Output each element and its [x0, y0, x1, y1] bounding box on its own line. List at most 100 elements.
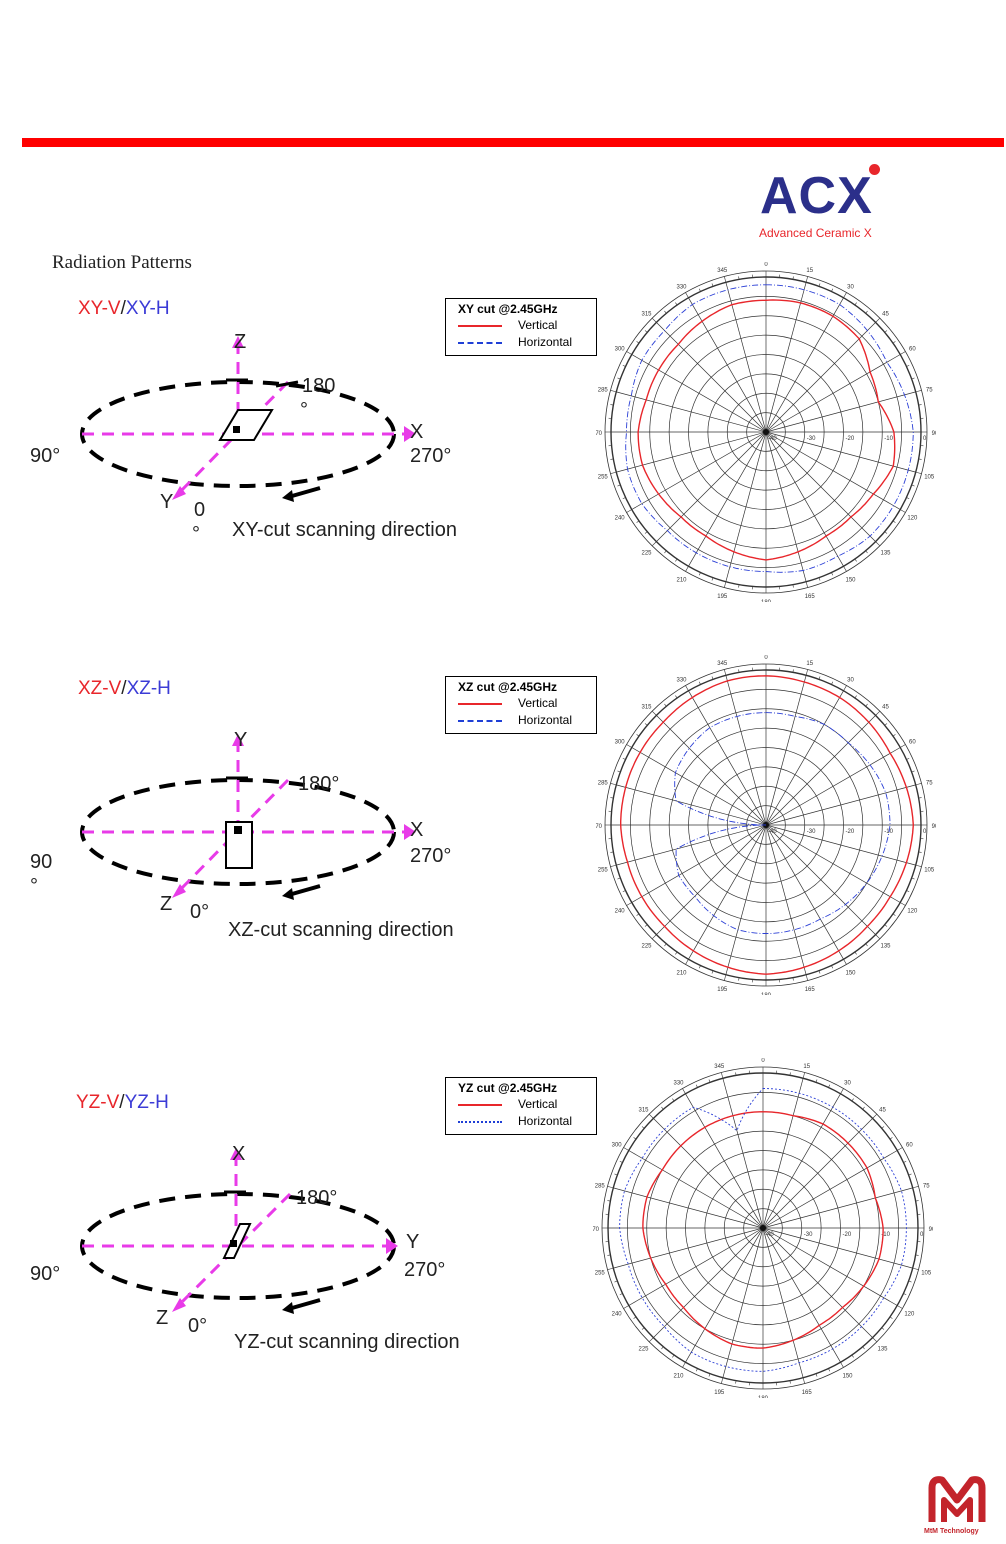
angle-tick	[695, 1368, 698, 1372]
angle-tick	[828, 1368, 831, 1372]
angle-tick-label: 285	[595, 1183, 606, 1189]
scan-direction-label: XY-cut scanning direction	[232, 519, 457, 541]
horizontal-series-line	[674, 712, 891, 934]
grid-spoke	[688, 297, 767, 433]
angle-tick-label: 105	[924, 868, 935, 874]
angle-tick	[900, 509, 906, 513]
panel-2-title: XZ-V/XZ-H	[78, 678, 171, 700]
grid-spoke	[765, 431, 916, 473]
radial-tick-label: 0	[920, 1232, 924, 1238]
front-deg-symbol: °	[192, 523, 200, 545]
angle-tick	[698, 572, 701, 576]
legend-title: XY cut @2.45GHz	[458, 302, 558, 316]
radial-tick-label: -20	[846, 436, 855, 442]
angle-tick	[661, 1346, 664, 1350]
angle-tick	[685, 959, 689, 965]
angle-tick	[915, 783, 922, 786]
logo-dot-icon	[869, 164, 880, 175]
angle-tick-label: 255	[598, 868, 609, 874]
header-red-bar	[22, 138, 1004, 147]
angle-tick	[724, 276, 727, 283]
angle-tick	[897, 1305, 903, 1309]
angle-tick-label: 285	[598, 780, 609, 786]
right-label: Y	[406, 1231, 419, 1253]
up-arrow-icon	[232, 734, 244, 746]
angle-tick-label: 120	[907, 909, 918, 915]
angle-tick-label: 165	[805, 594, 816, 600]
scan-direction-label: XZ-cut scanning direction	[228, 919, 454, 941]
angle-tick	[815, 1373, 818, 1377]
angle-tick	[881, 1327, 885, 1330]
section-title: Radiation Patterns	[52, 252, 192, 273]
angle-tick	[900, 744, 906, 748]
angle-tick	[792, 669, 794, 673]
angle-tick-label: 210	[676, 970, 687, 976]
angle-tick	[889, 1137, 893, 1140]
angle-tick	[622, 364, 626, 367]
radial-tick-label: -10	[881, 1232, 890, 1238]
angle-tick	[851, 1354, 854, 1358]
angle-tick	[675, 951, 678, 955]
horizontal-series-line	[625, 284, 914, 573]
angle-tick	[622, 890, 626, 893]
angle-tick	[918, 458, 922, 460]
angle-tick	[911, 377, 915, 380]
angle-tick	[843, 566, 847, 572]
angle-tick-label: 255	[598, 475, 609, 481]
grid-spoke	[616, 824, 767, 866]
angle-tick	[617, 877, 621, 880]
angle-tick	[889, 1316, 893, 1319]
mtm-logo: MtM Technology	[922, 1474, 992, 1544]
grid-spoke	[762, 1150, 898, 1229]
angle-tick	[610, 797, 614, 799]
panel-1-title: XY-V/XY-H	[78, 298, 170, 320]
angle-tick	[698, 288, 701, 292]
angle-tick	[738, 977, 740, 981]
title-sep: /	[120, 298, 126, 319]
angle-tick	[884, 330, 888, 333]
right-label: X	[410, 421, 423, 443]
grid-spoke	[688, 431, 767, 567]
up-arrow-icon	[230, 1148, 242, 1160]
angle-tick	[617, 484, 621, 487]
scan-arrow-icon	[282, 1302, 294, 1314]
angle-tick-label: 225	[638, 1347, 649, 1353]
grid-spoke	[765, 675, 807, 826]
title-horizontal: XY-H	[125, 298, 170, 319]
right-label: X	[410, 819, 423, 841]
angle-tick	[607, 1267, 614, 1270]
grid-spoke	[765, 431, 901, 510]
grid-spoke	[616, 784, 767, 826]
angle-tick-label: 315	[641, 311, 652, 317]
angle-tick	[840, 1088, 844, 1094]
angle-tick	[661, 1106, 664, 1110]
angle-tick	[854, 695, 857, 699]
angle-tick-label: 195	[714, 1390, 725, 1396]
mtm-brand-text: MtM Technology	[924, 1528, 979, 1535]
angle-tick	[614, 1280, 618, 1283]
grid-spoke	[725, 675, 767, 826]
angle-tick-label: 90	[929, 1227, 933, 1233]
angle-tick	[908, 1280, 912, 1283]
grid-spoke	[765, 282, 807, 433]
angle-tick-label: 300	[615, 347, 626, 353]
angle-tick	[792, 276, 794, 280]
angle-tick	[738, 669, 740, 673]
grid-spoke	[765, 391, 916, 433]
legend-xz: XZ cut @2.45GHz Vertical Horizontal	[445, 676, 597, 734]
angle-tick	[900, 351, 906, 355]
horizontal-swatch	[458, 342, 502, 344]
title-horizontal: XZ-H	[126, 678, 171, 699]
angle-tick	[865, 550, 868, 554]
grid-spoke	[685, 1093, 764, 1229]
title-sep: /	[121, 678, 127, 699]
grid-spoke	[653, 1118, 764, 1229]
angle-tick	[915, 390, 922, 393]
angle-tick	[900, 902, 906, 906]
angle-tick	[818, 577, 821, 581]
angle-tick-label: 60	[909, 347, 916, 353]
left-deg-symbol: °	[30, 875, 38, 897]
angle-tick	[897, 1147, 903, 1151]
grid-spoke	[765, 431, 876, 542]
grid-spoke	[631, 824, 767, 903]
